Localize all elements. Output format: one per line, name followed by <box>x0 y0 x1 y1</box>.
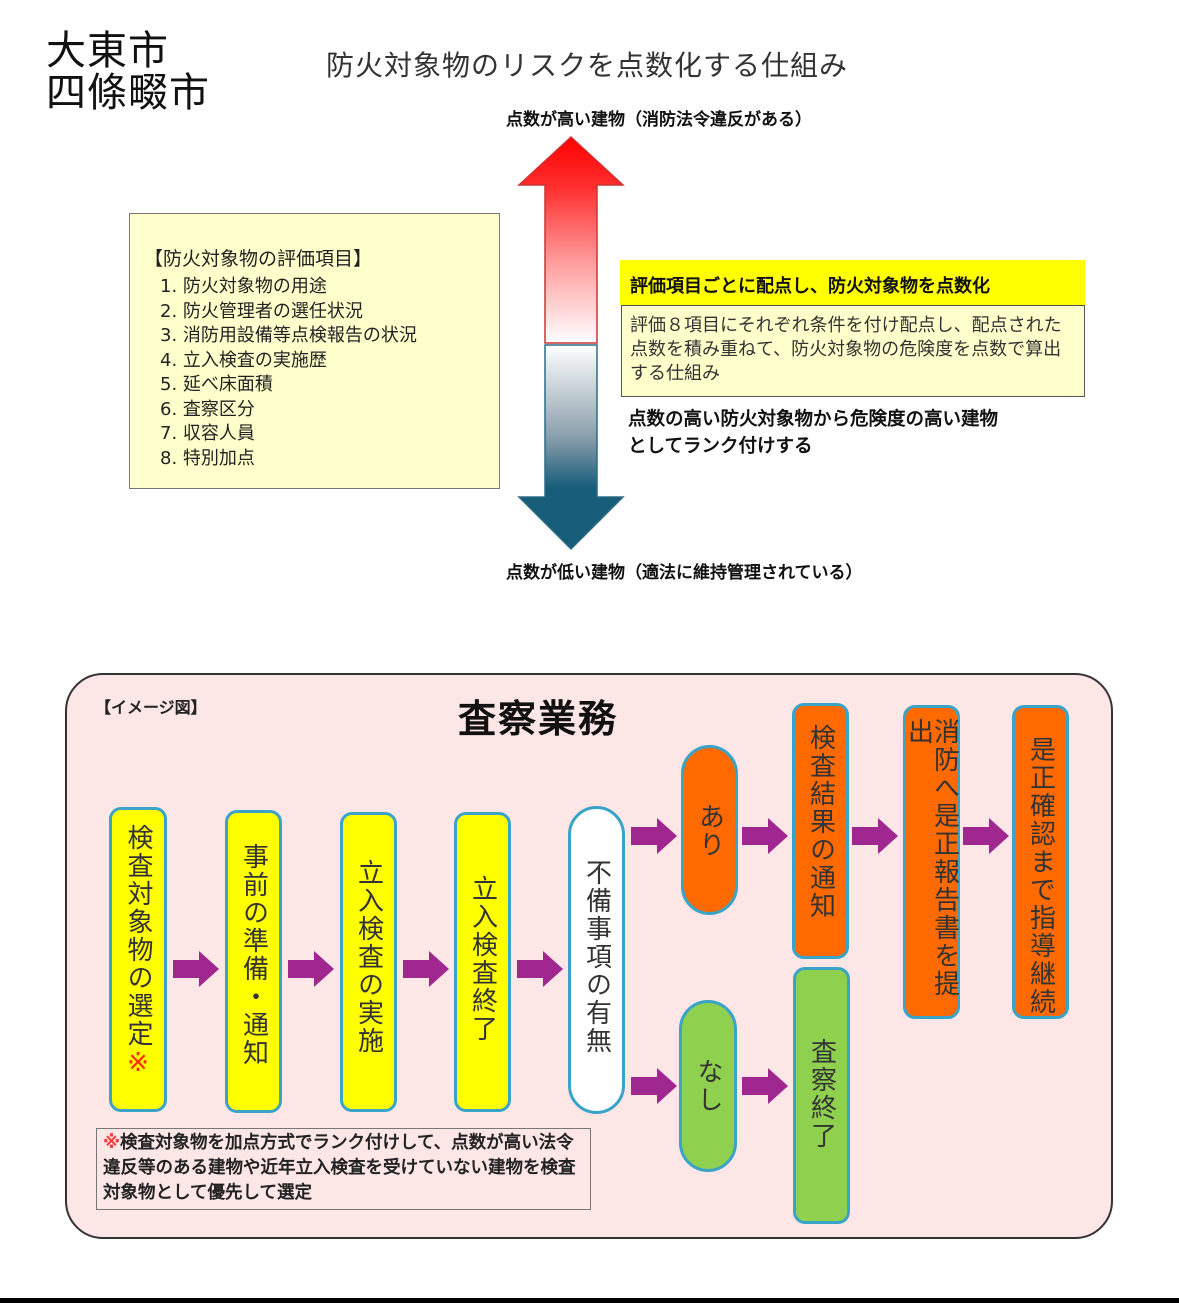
flow-arrow-icon <box>631 1068 677 1104</box>
flow-arrow-icon <box>403 951 449 987</box>
flow-arrow-icon <box>173 951 219 987</box>
step-submit-correction-report: 消防へ是正報告書を提出 <box>903 705 960 1019</box>
step-label: あり <box>694 803 725 859</box>
step-continue-guidance: 是正確認まで指導継続 <box>1012 705 1069 1019</box>
evaluation-item: 8. 特別加点 <box>160 447 255 469</box>
scoring-heading: 評価項目ごとに配点し、防火対象物を点数化 <box>620 260 1085 305</box>
flow-arrow-icon <box>742 1068 788 1104</box>
workflow-title: 査察業務 <box>458 697 619 741</box>
evaluation-item: 6. 査察区分 <box>160 398 255 420</box>
step-select-target: 検査対象物の選定※ <box>109 807 167 1112</box>
step-onsite-inspection: 立入検査の実施 <box>340 812 397 1112</box>
risk-scale-arrow-icon <box>517 135 625 551</box>
evaluation-item: 5. 延べ床面積 <box>160 374 273 395</box>
evaluation-items-box: 【防火対象物の評価項目】 1. 防火対象物の用途 2. 防火管理者の選任状況 3… <box>129 213 500 489</box>
step-inspection-complete: 立入検査終了 <box>454 812 511 1112</box>
step-label: 立入検査の実施 <box>353 859 384 1055</box>
low-score-label: 点数が低い建物（適法に維持管理されている） <box>506 563 863 583</box>
evaluation-item: 1. 防火対象物の用途 <box>160 276 327 297</box>
step-label: 査察終了 <box>806 1038 837 1150</box>
footnote-text: 検査対象物を加点方式でランク付けして、点数が高い法令違反等のある建物や近年立入検… <box>103 1133 576 1203</box>
branch-no: なし <box>679 1000 737 1172</box>
flow-arrow-icon <box>517 951 563 987</box>
step-deficiency-check: 不備事項の有無 <box>568 806 625 1114</box>
flow-arrow-icon <box>288 951 334 987</box>
evaluation-title: 【防火対象物の評価項目】 <box>144 248 373 270</box>
evaluation-item: 2. 防火管理者の選任状況 <box>160 300 363 322</box>
evaluation-item: 3. 消防用設備等点検報告の状況 <box>160 325 417 346</box>
flow-arrow-icon <box>852 818 898 854</box>
selection-footnote: ※検査対象物を加点方式でランク付けして、点数が高い法令違反等のある建物や近年立入… <box>96 1128 591 1210</box>
footnote-mark-icon: ※ <box>123 1048 153 1080</box>
down-arrow-icon <box>517 344 625 551</box>
city-name-daito: 大東市 <box>46 28 169 74</box>
step-label: 不備事項の有無 <box>581 859 612 1055</box>
footnote-mark-icon: ※ <box>103 1133 121 1153</box>
evaluation-list: 1. 防火対象物の用途 2. 防火管理者の選任状況 3. 消防用設備等点検報告の… <box>144 275 499 471</box>
evaluation-item: 7. 収容人員 <box>160 423 255 444</box>
flow-arrow-icon <box>631 818 677 854</box>
city-name-shijonawate: 四條畷市 <box>46 70 210 116</box>
page-title: 防火対象物のリスクを点数化する仕組み <box>326 49 849 82</box>
ranking-text-line2: としてランク付けする <box>628 436 813 457</box>
ranking-text: 点数の高い防火対象物から危険度の高い建物 としてランク付けする <box>628 406 1088 460</box>
step-label: 事前の準備・通知 <box>238 843 269 1067</box>
up-arrow-icon <box>517 135 625 344</box>
high-score-label: 点数が高い建物（消防法令違反がある） <box>506 110 812 130</box>
step-label: 消防へ是正報告書を提出 <box>903 718 960 998</box>
step-label: 立入検査終了 <box>467 875 498 1043</box>
bottom-divider <box>0 1298 1179 1303</box>
step-result-notice: 検査結果の通知 <box>792 703 849 959</box>
branch-yes: あり <box>681 745 738 915</box>
city-names: 大東市 四條畷市 <box>46 30 210 114</box>
step-preparation-notice: 事前の準備・通知 <box>225 810 282 1113</box>
step-label: 検査結果の通知 <box>805 724 836 920</box>
scoring-description: 評価８項目にそれぞれ条件を付け配点し、配点された点数を積み重ねて、防火対象物の危… <box>621 305 1085 397</box>
flow-arrow-icon <box>963 818 1009 854</box>
ranking-text-line1: 点数の高い防火対象物から危険度の高い建物 <box>628 409 999 430</box>
step-label: 是正確認まで指導継続 <box>1025 736 1056 1016</box>
evaluation-item: 4. 立入検査の実施歴 <box>160 349 327 371</box>
image-diagram-tag: 【イメージ図】 <box>95 698 207 717</box>
step-label: 検査対象物の選定※ <box>123 824 153 1080</box>
step-label: なし <box>693 1058 723 1114</box>
step-inspection-end: 査察終了 <box>793 967 850 1224</box>
flow-arrow-icon <box>742 818 788 854</box>
